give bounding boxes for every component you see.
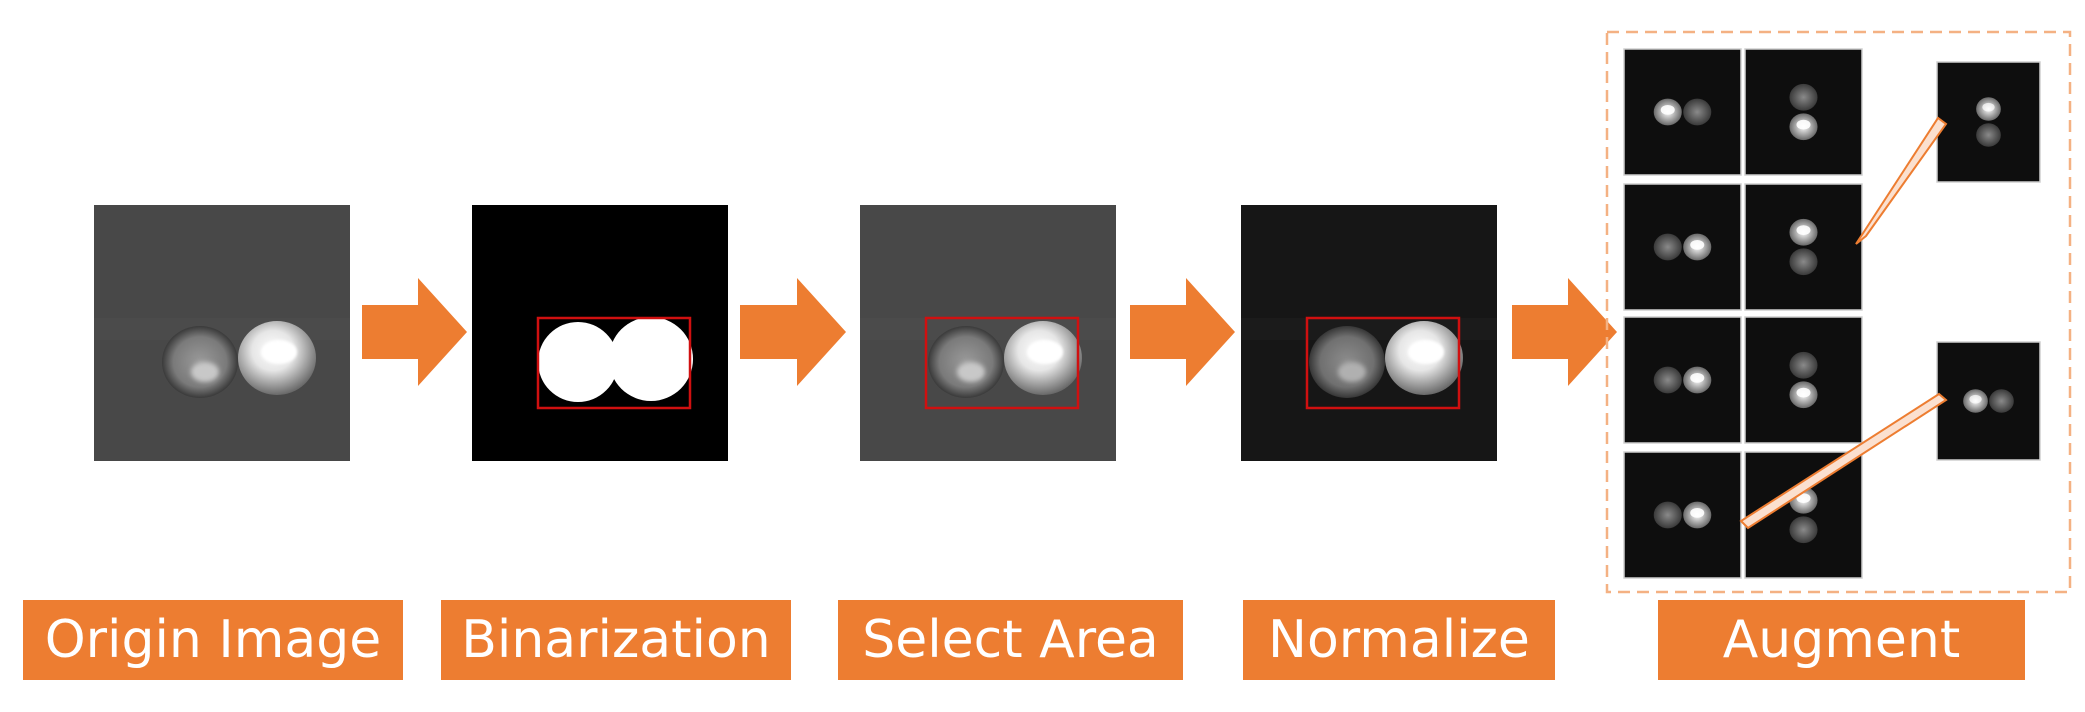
augment-thumbnail: [1744, 48, 1863, 176]
augment-thumbnail: [1623, 48, 1742, 176]
label-select-area: Select Area: [838, 600, 1183, 680]
augment-thumbnail: [1623, 451, 1742, 579]
augment-thumbnail: [1744, 451, 1863, 579]
augment-thumbnail: [1623, 183, 1742, 311]
right-arrow-icon: [1130, 278, 1235, 386]
binarization-bbox: [536, 316, 692, 410]
augment-thumbnail: [1623, 316, 1742, 444]
right-arrow-icon: [1512, 278, 1617, 386]
label-origin-image-text: Origin Image: [44, 610, 382, 670]
augment-region-border: [1605, 30, 2072, 594]
augment-zoom-samples: [1936, 61, 2041, 461]
select-area-bbox: [924, 316, 1080, 410]
normalize-bbox: [1305, 316, 1461, 410]
origin-knee-scan: [162, 321, 316, 398]
augment-thumbnail: [1936, 61, 2041, 183]
augment-thumbnail: [1744, 183, 1863, 311]
zoom-callout-icon: [1855, 116, 1948, 245]
zoom-callouts: [1739, 116, 1948, 530]
augment-thumbnail: [1936, 341, 2041, 461]
zoom-callout-icon: [1739, 392, 1948, 530]
normalize-panel: [1241, 205, 1497, 461]
right-arrow-icon: [740, 278, 846, 386]
label-binarization-text: Binarization: [461, 610, 771, 670]
label-binarization: Binarization: [441, 600, 791, 680]
origin-image-panel: [94, 205, 350, 461]
augment-thumbnail: [1744, 316, 1863, 444]
select-area-panel: [860, 205, 1116, 461]
label-normalize-text: Normalize: [1268, 610, 1530, 670]
binarization-panel: [472, 205, 728, 461]
label-augment-text: Augment: [1722, 610, 1961, 670]
binary-mask: [538, 317, 693, 402]
label-augment: Augment: [1658, 600, 2025, 680]
select-area-knee-scan: [928, 321, 1082, 398]
right-arrow-icon: [362, 278, 467, 386]
label-normalize: Normalize: [1243, 600, 1555, 680]
label-select-area-text: Select Area: [862, 610, 1159, 670]
normalize-knee-scan: [1309, 321, 1463, 398]
label-origin-image: Origin Image: [23, 600, 403, 680]
augment-thumbnail-grid: [1623, 48, 1863, 579]
